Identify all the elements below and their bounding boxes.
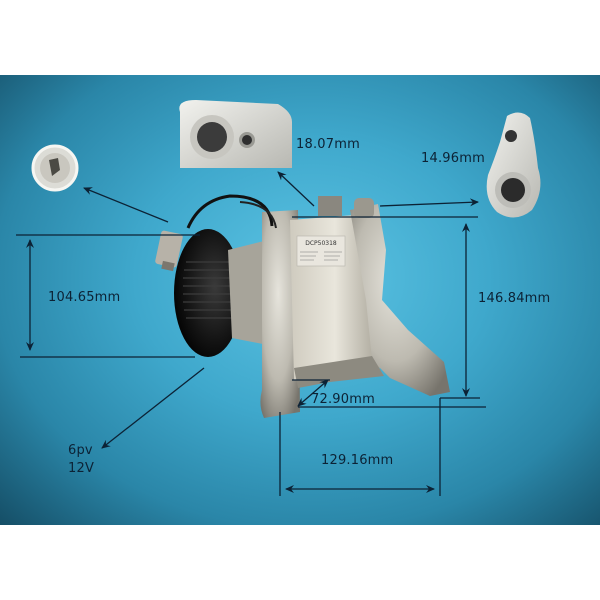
dimension-overall-height: 146.84mm	[478, 291, 551, 306]
dimension-right-fitting: 14.96mm	[421, 151, 485, 166]
suction-fitting-image	[179, 100, 292, 168]
front-housing	[228, 240, 268, 345]
compressor-label	[296, 235, 346, 267]
front-mount	[260, 210, 300, 418]
dimension-lines	[16, 171, 486, 496]
dimension-pulley-height: 104.65mm	[48, 290, 121, 305]
dimension-base-width: 129.16mm	[321, 453, 394, 468]
rear-bracket	[350, 204, 450, 396]
compressor-label-text: DCP50318	[305, 240, 337, 247]
wire-harness	[186, 194, 274, 229]
port-top-right	[354, 198, 374, 218]
dimension-mount-diagonal: 72.90mm	[311, 392, 375, 407]
dimension-top-fitting: 18.07mm	[296, 137, 360, 152]
connector-plug-icon	[31, 144, 79, 192]
pulley	[174, 229, 242, 357]
pulley-belt-spec: 6pv	[68, 443, 93, 458]
wire-connector	[155, 230, 183, 272]
discharge-fitting-image	[486, 112, 541, 218]
pulley-voltage-spec: 12V	[68, 461, 95, 476]
port-top-left	[318, 196, 342, 216]
